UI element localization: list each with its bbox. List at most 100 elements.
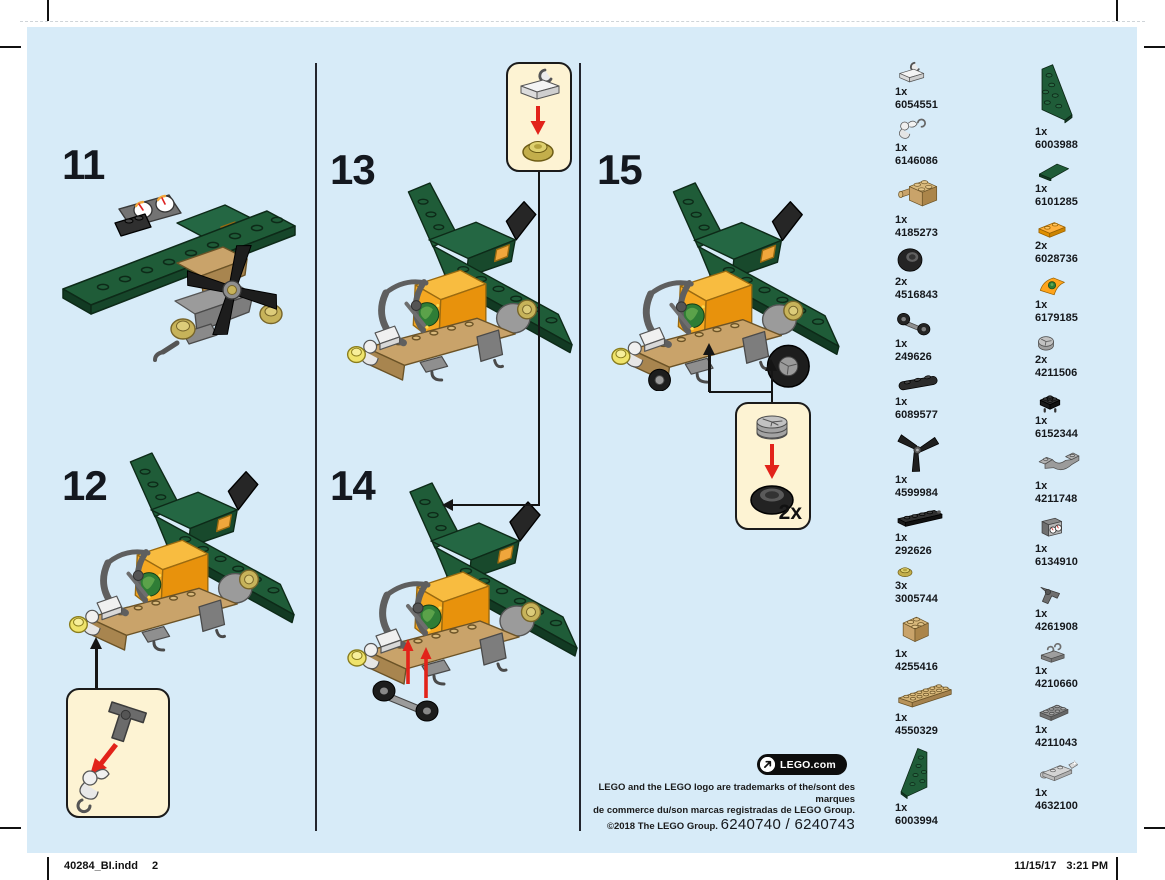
part-number: 4210660 <box>1035 678 1078 690</box>
document-name: 40284_BI.indd <box>64 860 138 872</box>
print-date: 11/15/17 <box>1014 860 1057 872</box>
curved-slope-gray-icon <box>1035 450 1135 478</box>
page-background-panel <box>27 27 1137 853</box>
crop-mark <box>1116 0 1118 21</box>
landing-strut-gray-icon <box>108 701 147 743</box>
plate-long-black-icon <box>895 506 1030 530</box>
part-quantity: 1x <box>895 648 908 660</box>
step-11-number: 11 <box>62 141 105 188</box>
part-number: 4516843 <box>895 289 938 301</box>
part-quantity: 1x <box>895 802 908 814</box>
landing-strut-gray-icon <box>1035 578 1135 606</box>
crop-mark <box>1144 46 1165 48</box>
step-12-callout-art <box>76 701 147 814</box>
clip-plate-gray-icon <box>1035 643 1135 663</box>
part-number: 292626 <box>895 545 932 557</box>
callout-leader-line <box>452 504 540 506</box>
crop-mark <box>1144 827 1165 829</box>
round-plate-gold-icon <box>522 141 554 162</box>
crop-mark <box>1116 857 1118 880</box>
part-quantity: 1x <box>895 474 908 486</box>
step-11-model-illustration <box>55 183 305 368</box>
part-quantity: 1x <box>1035 724 1048 736</box>
part-number: 6054551 <box>895 99 938 111</box>
slope-orange-emblem-icon <box>1035 275 1135 297</box>
item-numbers: 6240740 / 6240743 <box>720 815 855 833</box>
part-quantity: 1x <box>895 396 908 408</box>
plate-tan-icon <box>895 680 1030 710</box>
part-number: 6003988 <box>1035 139 1078 151</box>
trademark-line-1: LEGO and the LEGO logo are trademarks of… <box>598 782 855 805</box>
step-13-callout-art <box>520 68 560 162</box>
part-quantity: 1x <box>1035 299 1048 311</box>
part-quantity: 1x <box>895 142 908 154</box>
wheel-hub-gray-icon <box>1035 334 1135 352</box>
crop-mark <box>0 46 21 48</box>
copyright-text: ©2018 The LEGO Group. <box>606 820 718 832</box>
clip-plate-white-icon <box>895 60 1030 84</box>
footer-document-info: 40284_BI.indd 2 <box>64 860 158 872</box>
insert-arrow-red <box>530 106 546 135</box>
step-13-callout <box>506 62 572 172</box>
part-number: 6134910 <box>1035 556 1078 568</box>
fold-line <box>20 21 1145 22</box>
placement-arrows-red <box>402 639 432 698</box>
crop-mark <box>0 827 21 829</box>
step-14-number: 14 <box>330 462 376 509</box>
step-12-callout <box>66 688 170 818</box>
callout-arrow-line <box>708 354 711 392</box>
tire-black-icon <box>750 485 794 515</box>
callout-arrow-line <box>770 370 773 392</box>
robot-arm-white-icon <box>895 118 1030 140</box>
part-number: 4211043 <box>1035 737 1078 749</box>
robot-arm-white-icon <box>76 768 110 814</box>
column-divider <box>579 63 581 831</box>
legal-text: LEGO and the LEGO logo are trademarks of… <box>560 782 855 832</box>
column-divider <box>315 63 317 831</box>
callout-connector-line <box>709 391 773 393</box>
part-number: 4550329 <box>895 725 938 737</box>
insert-arrow-red <box>90 743 118 775</box>
part-number: 4211748 <box>1035 493 1078 505</box>
step-15-callout: 2x <box>735 402 811 530</box>
part-quantity: 1x <box>1035 480 1048 492</box>
part-quantity: 1x <box>1035 543 1048 555</box>
part-quantity: 1x <box>895 214 908 226</box>
part-number: 4599984 <box>895 487 938 499</box>
step-14-model-illustration <box>330 448 580 722</box>
brick-tan-icon <box>895 612 1030 646</box>
part-quantity: 1x <box>1035 787 1048 799</box>
tire-black-icon <box>895 246 1030 274</box>
step-15-number: 15 <box>597 146 643 193</box>
sheet-number: 2 <box>151 860 159 872</box>
part-quantity: 1x <box>1035 665 1048 677</box>
part-number: 6028736 <box>1035 253 1078 265</box>
callout-connector-line <box>771 391 773 403</box>
part-quantity: 1x <box>1035 183 1048 195</box>
crop-mark <box>47 857 49 880</box>
wedge-plate-green-right-icon <box>1035 60 1135 124</box>
footer-timestamp: 11/15/17 3:21 PM <box>1014 860 1108 872</box>
part-number: 4185273 <box>895 227 938 239</box>
wheel-hub-gray-icon <box>756 415 788 440</box>
lego-com-label: LEGO.com <box>780 758 836 771</box>
part-number: 6101285 <box>1035 196 1078 208</box>
lego-com-badge: LEGO.com <box>757 754 847 775</box>
leader-arrowhead <box>442 499 453 511</box>
part-number: 6089577 <box>895 409 938 421</box>
clip-plate-white-icon <box>520 68 560 100</box>
